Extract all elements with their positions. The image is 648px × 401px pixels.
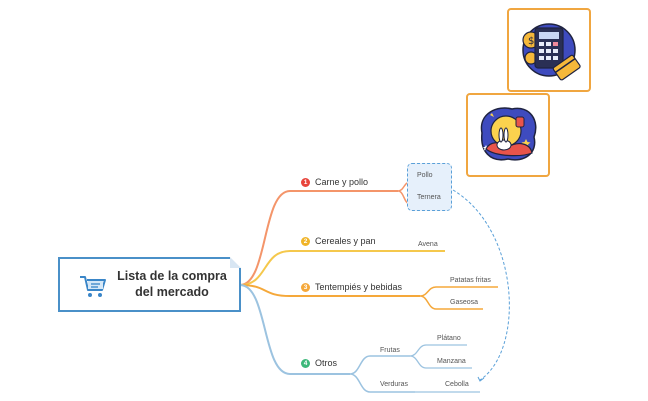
- number-badge: 4: [301, 359, 310, 368]
- leaf-ternera[interactable]: Ternera: [417, 194, 441, 201]
- subtopic-verduras[interactable]: Verduras: [380, 381, 409, 388]
- connector-branch-4-groups: [349, 355, 415, 393]
- relationship-arrow: [452, 189, 510, 381]
- leaf-cebolla[interactable]: Cebolla: [445, 381, 469, 388]
- number-badge: 3: [301, 283, 310, 292]
- connector-branch-3: [239, 284, 420, 297]
- branch-label: Otros: [315, 358, 338, 368]
- branch-label: Tentempiés y bebidas: [315, 282, 403, 292]
- leaf-pollo[interactable]: Pollo: [417, 172, 433, 179]
- moon-rabbit-icon: [480, 107, 537, 161]
- connector-branch-3-leaves: [419, 286, 498, 310]
- central-topic[interactable]: Lista de la compra del mercado: [58, 257, 241, 312]
- leaf-patatas-fritas[interactable]: Patatas fritas: [450, 277, 491, 284]
- sticker-calculator[interactable]: $: [507, 8, 591, 92]
- number-badge: 1: [301, 178, 310, 187]
- leaf-gaseosa[interactable]: Gaseosa: [450, 299, 479, 306]
- leaf-avena[interactable]: Avena: [418, 241, 438, 248]
- leaf-manzana[interactable]: Manzana: [437, 358, 466, 365]
- connector-frutas-leaves: [409, 344, 472, 369]
- branch-label: Carne y pollo: [315, 177, 369, 187]
- subtopic-frutas[interactable]: Frutas: [380, 347, 400, 354]
- connector-branch-4: [239, 284, 350, 375]
- branch-label: Cereales y pan: [315, 236, 376, 246]
- connector-branch-1: [239, 190, 398, 286]
- folded-corner: [230, 257, 241, 268]
- shopping-cart-icon: [80, 276, 106, 297]
- relationship-arrowhead: [477, 376, 485, 382]
- branch-cereales-y-pan[interactable]: 2 Cereales y pan: [301, 236, 376, 247]
- leaf-platano[interactable]: Plátano: [437, 335, 461, 342]
- connector-branch-2: [239, 250, 445, 286]
- branch-otros[interactable]: 4 Otros: [301, 358, 337, 369]
- summary-group-box[interactable]: [407, 163, 452, 211]
- sticker-moon-rabbit[interactable]: [466, 93, 550, 177]
- calculator-card-icon: $: [522, 23, 581, 81]
- branch-tentempies-y-bebidas[interactable]: 3 Tentempiés y bebidas: [301, 282, 402, 293]
- svg-text:$: $: [528, 36, 534, 47]
- branch-carne-y-pollo[interactable]: 1 Carne y pollo: [301, 177, 368, 188]
- central-topic-title: Lista de la compra del mercado: [117, 269, 227, 299]
- number-badge: 2: [301, 237, 310, 246]
